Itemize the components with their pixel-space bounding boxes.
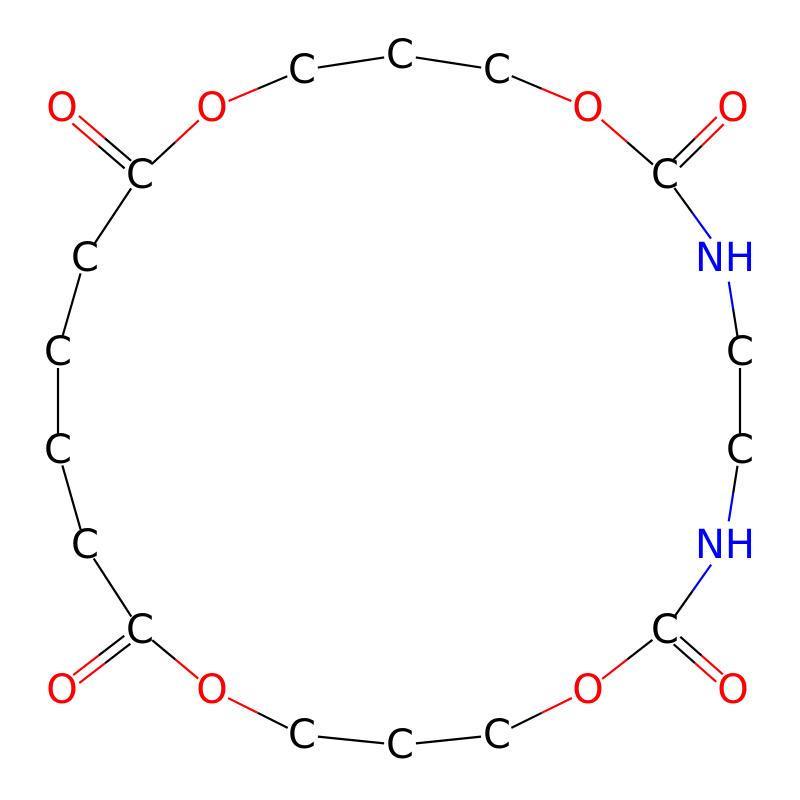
atom-c-21: C [44, 329, 72, 375]
bond-19-half-b [61, 465, 73, 498]
bond-18-half-b [92, 557, 114, 589]
bond-5-half-b [691, 212, 712, 240]
bond-17-half-a [104, 642, 132, 665]
bond-23-half-b [71, 122, 100, 147]
bond-12-half-a [541, 696, 573, 714]
bond-3-half-b [626, 141, 654, 166]
bond-14-half-b [317, 735, 352, 742]
atom-c-19: C [71, 522, 99, 568]
bond-17-half-b [72, 654, 100, 676]
bond-10-half-a [679, 636, 703, 657]
atom-c-20: C [44, 427, 72, 473]
bond-4-half-b [694, 116, 718, 140]
bond-17-half-b [78, 662, 106, 684]
bond-18-half-a [111, 586, 133, 618]
bond-21-half-b [70, 273, 82, 306]
atom-c-15: C [288, 712, 316, 758]
bond-23-half-b [78, 115, 106, 140]
atom-c-10: C [651, 607, 679, 653]
bond-24-half-b [174, 119, 200, 143]
bond-14-half-a [350, 738, 385, 745]
atom-c-22: C [71, 235, 99, 281]
bond-23-half-a [104, 137, 132, 162]
bond-4-half-b [701, 123, 725, 147]
bonds [56, 56, 742, 745]
atom-nh-9: NH [695, 522, 755, 568]
atom-c-4: C [651, 152, 679, 198]
bond-0-half-b [350, 56, 385, 64]
atom-c-23: C [126, 152, 154, 198]
bond-12-half-b [510, 711, 543, 729]
bond-17-half-a [98, 634, 125, 657]
bond-19-half-a [70, 497, 82, 530]
bond-8-half-b [727, 493, 735, 522]
bond-11-half-a [626, 638, 654, 661]
bond-4-half-a [679, 144, 703, 169]
atom-o-12: O [572, 667, 603, 713]
bond-10-half-b [694, 662, 717, 683]
bond-2-half-b [541, 87, 572, 103]
bond-25-half-b [257, 75, 288, 90]
bond-1-half-a [415, 56, 449, 64]
atom-c-2: C [483, 47, 511, 93]
atom-o-11: O [717, 667, 748, 713]
atom-c-17: C [126, 607, 154, 653]
bond-3-half-a [600, 118, 628, 143]
atom-o-25: O [196, 85, 227, 131]
atom-c-14: C [386, 722, 414, 768]
atom-o-24: O [46, 85, 77, 131]
bond-9-half-b [673, 590, 694, 618]
bond-16-half-b [151, 639, 176, 661]
atom-c-1: C [386, 32, 414, 78]
bond-25-half-a [228, 87, 259, 103]
atom-o-5: O [717, 85, 748, 131]
bond-9-half-a [691, 563, 713, 592]
atom-o-16: O [196, 667, 227, 713]
bond-10-half-b [700, 654, 724, 676]
bond-6-half-b [732, 308, 739, 337]
bond-11-half-b [601, 658, 628, 680]
bond-15-half-a [257, 711, 289, 729]
bond-21-half-a [61, 304, 73, 337]
atom-o-3: O [572, 85, 603, 131]
bond-22-half-b [111, 187, 133, 218]
bond-13-half-a [448, 735, 482, 742]
bond-8-half-a [732, 465, 739, 494]
atom-c-8: C [726, 427, 754, 473]
atom-c-13: C [483, 712, 511, 758]
bond-16-half-a [174, 658, 199, 680]
bond-10-half-a [672, 643, 696, 664]
bond-1-half-b [448, 61, 482, 69]
bond-22-half-a [92, 215, 114, 246]
atom-nh-6: NH [695, 235, 755, 281]
atom-c-0: C [288, 47, 316, 93]
bond-2-half-a [511, 75, 543, 90]
bond-5-half-a [673, 187, 694, 214]
bond-4-half-a [672, 137, 696, 161]
bond-13-half-b [415, 738, 449, 745]
bond-6-half-a [727, 281, 735, 310]
bond-23-half-a [97, 145, 126, 170]
atom-c-7: C [726, 329, 754, 375]
atom-o-18: O [46, 667, 77, 713]
bond-24-half-a [150, 141, 177, 165]
bond-0-half-a [317, 61, 352, 69]
bond-15-half-b [227, 697, 259, 714]
